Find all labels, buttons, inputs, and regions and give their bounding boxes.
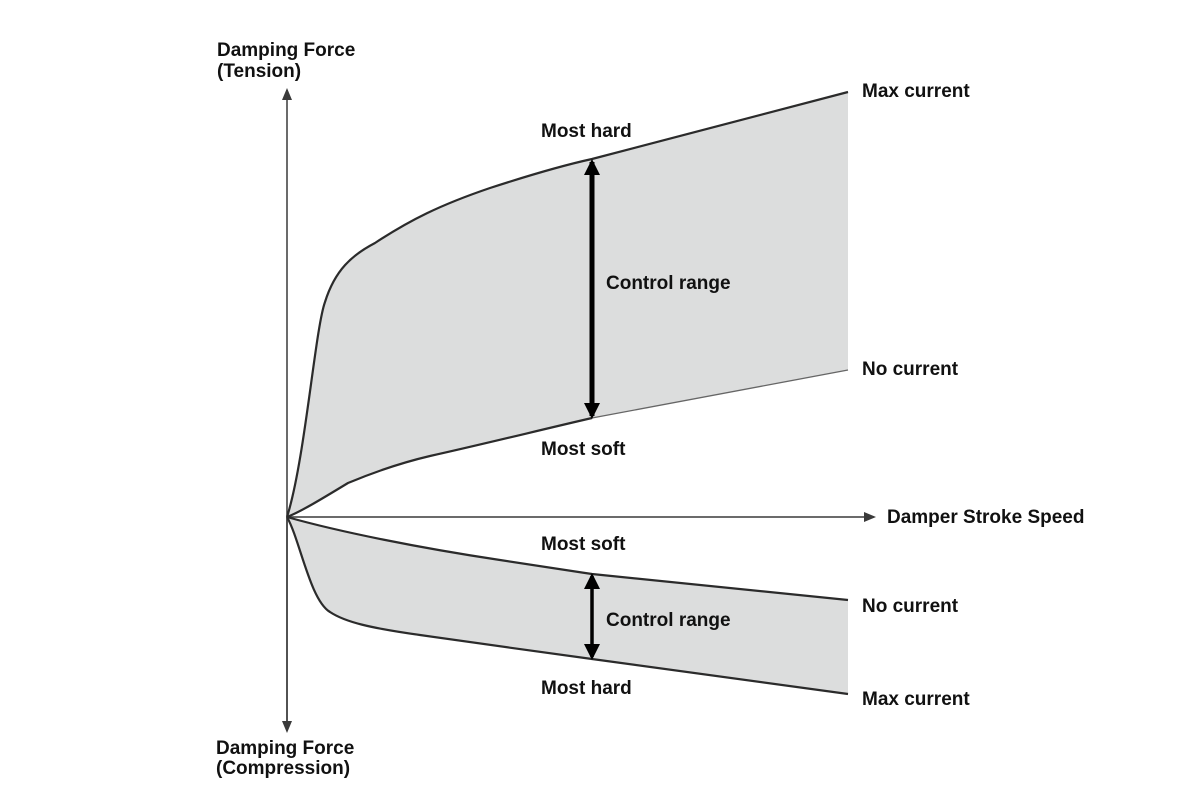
compression-no-current-label: No current	[862, 596, 959, 617]
y-axis-bottom-label-line2: (Compression)	[216, 758, 350, 779]
tension-most-hard-label: Most hard	[541, 121, 632, 142]
compression-max-current-label: Max current	[862, 689, 970, 710]
compression-most-hard-label: Most hard	[541, 678, 632, 699]
y-axis-bottom-label-line1: Damping Force	[216, 738, 354, 759]
x-axis-label: Damper Stroke Speed	[887, 507, 1084, 528]
tension-no-current-curve-extension	[591, 369, 849, 419]
tension-control-band	[287, 92, 848, 517]
compression-no-current-curve	[286, 515, 849, 602]
tension-no-current-curve	[286, 416, 593, 519]
compression-most-soft-label: Most soft	[541, 534, 626, 555]
compression-control-range-label: Control range	[606, 610, 731, 631]
compression-control-band	[287, 517, 848, 694]
y-axis-top-label-line2: (Tension)	[217, 61, 301, 82]
compression-max-current-curve	[286, 516, 849, 696]
y-axis-top-label-line1: Damping Force	[217, 40, 355, 61]
tension-most-soft-label: Most soft	[541, 439, 626, 460]
tension-max-current-label: Max current	[862, 81, 970, 102]
tension-max-current-curve	[285, 90, 849, 518]
tension-control-range-label: Control range	[606, 273, 731, 294]
tension-no-current-label: No current	[862, 359, 959, 380]
